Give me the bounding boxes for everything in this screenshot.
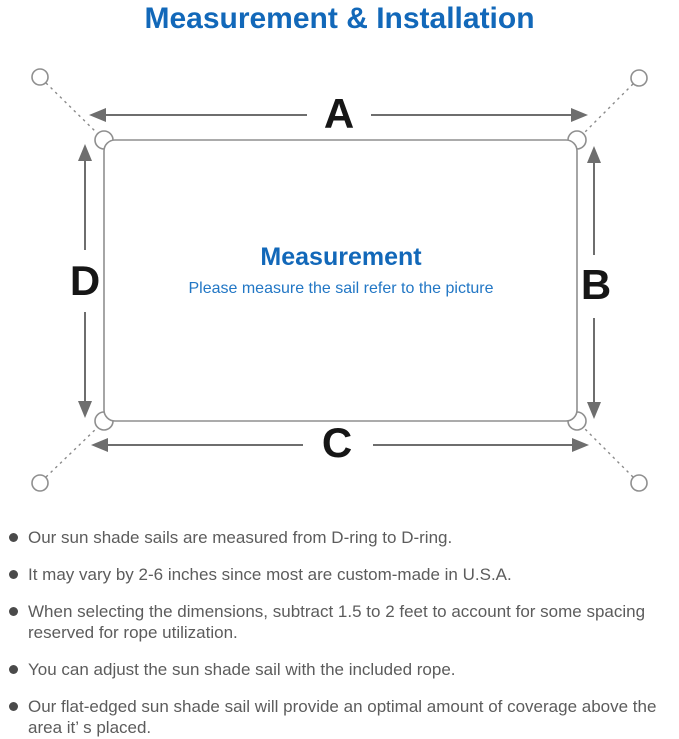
note-text: When selecting the dimensions, subtract … — [28, 602, 646, 642]
bullet-icon — [9, 570, 18, 579]
tether-line-top-right — [581, 83, 634, 136]
note-item: When selecting the dimensions, subtract … — [0, 601, 679, 643]
arrow-b-head-up-icon — [587, 146, 601, 163]
bullet-icon — [9, 533, 18, 542]
note-item: Our flat-edged sun shade sail will provi… — [0, 696, 679, 738]
note-text: It may vary by 2-6 inches since most are… — [28, 565, 512, 584]
diagram-center-title: Measurement — [260, 243, 422, 271]
note-item: It may vary by 2-6 inches since most are… — [0, 564, 679, 585]
diagram-center-subtitle: Please measure the sail refer to the pic… — [188, 280, 494, 297]
dimension-label-b: B — [580, 261, 612, 308]
dimension-label-d: D — [69, 257, 101, 304]
anchor-ring-top-left-icon — [31, 68, 49, 86]
measurement-diagram: A B C D Measurement Please measure the s… — [0, 55, 679, 515]
note-text: You can adjust the sun shade sail with t… — [28, 660, 456, 679]
notes-list: Our sun shade sails are measured from D-… — [0, 527, 679, 739]
anchor-ring-bottom-left-icon — [31, 474, 49, 492]
anchor-ring-bottom-right-icon — [630, 474, 648, 492]
bullet-icon — [9, 702, 18, 711]
arrow-b-head-down-icon — [587, 402, 601, 419]
tether-line-top-left — [45, 82, 100, 136]
sail-outline — [103, 139, 578, 422]
arrow-c-head-left-icon — [91, 438, 108, 452]
tether-line-bottom-left — [45, 425, 100, 478]
bullet-icon — [9, 665, 18, 674]
arrow-d-head-down-icon — [78, 401, 92, 418]
diagram-center-text: Measurement Please measure the sail refe… — [188, 243, 493, 298]
dimension-label-c: C — [321, 419, 353, 466]
note-text: Our sun shade sails are measured from D-… — [28, 528, 453, 547]
note-item: Our sun shade sails are measured from D-… — [0, 527, 679, 548]
bullet-icon — [9, 607, 18, 616]
arrow-a-head-right-icon — [571, 108, 588, 122]
arrow-a-head-left-icon — [89, 108, 106, 122]
page-title: Measurement & Installation — [144, 2, 535, 35]
note-text: Our flat-edged sun shade sail will provi… — [28, 697, 657, 737]
anchor-ring-top-right-icon — [630, 69, 648, 87]
arrow-d-head-up-icon — [78, 144, 92, 161]
note-item: You can adjust the sun shade sail with t… — [0, 659, 679, 680]
tether-line-bottom-right — [581, 425, 634, 478]
sail-diagram-graphic — [31, 68, 648, 492]
arrow-c-head-right-icon — [572, 438, 589, 452]
dimension-label-a: A — [323, 90, 355, 137]
